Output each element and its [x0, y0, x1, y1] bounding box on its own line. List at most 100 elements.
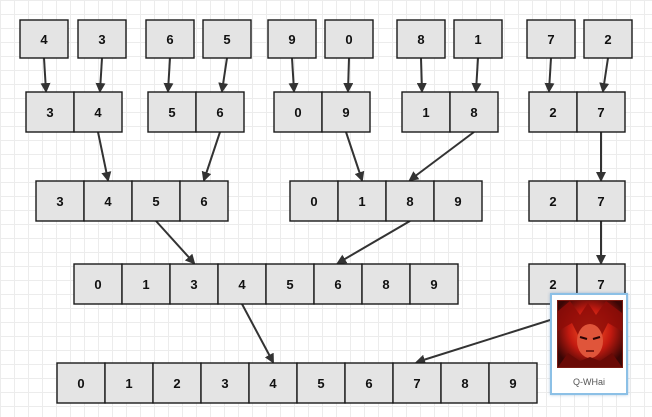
avatar-caption: Q-WHai — [573, 377, 605, 387]
array-cell — [324, 19, 374, 59]
merge-arrow — [544, 57, 555, 93]
array-cell — [337, 180, 387, 222]
cell-value: 8 — [461, 376, 468, 391]
array-cell — [528, 91, 578, 133]
merge-arrow — [155, 220, 196, 265]
array-group-level-0-7: 1 — [453, 19, 503, 59]
cell-value: 4 — [94, 105, 102, 120]
cell-value: 7 — [597, 194, 604, 209]
array-cell — [385, 180, 435, 222]
merge-arrow — [201, 131, 221, 182]
merge-arrow — [408, 131, 475, 182]
cell-value: 5 — [168, 105, 175, 120]
cell-value: 1 — [125, 376, 132, 391]
merge-arrow — [345, 131, 365, 182]
cell-value: 3 — [221, 376, 228, 391]
cell-value: 5 — [223, 32, 230, 47]
cell-value: 1 — [422, 105, 429, 120]
cell-value: 8 — [406, 194, 413, 209]
merge-arrow — [416, 57, 427, 93]
cell-value: 0 — [94, 277, 101, 292]
cell-value: 7 — [597, 105, 604, 120]
array-cell — [440, 362, 490, 404]
array-cell — [449, 91, 499, 133]
cell-value: 0 — [310, 194, 317, 209]
cell-value: 4 — [40, 32, 48, 47]
array-cell — [19, 19, 69, 59]
avatar-card[interactable]: Q-WHai — [550, 293, 628, 395]
array-cell — [195, 91, 245, 133]
cell-value: 2 — [549, 277, 556, 292]
array-cell — [361, 263, 411, 305]
array-cell — [179, 180, 229, 222]
array-cell — [576, 91, 626, 133]
array-group-level-0-8: 7 — [526, 19, 576, 59]
array-cell — [528, 180, 578, 222]
avatar-portrait-icon — [557, 300, 623, 368]
array-cell — [83, 180, 133, 222]
array-cell — [576, 180, 626, 222]
cell-value: 9 — [454, 194, 461, 209]
array-cell — [289, 180, 339, 222]
merge-arrow — [95, 57, 106, 93]
array-cell — [202, 19, 252, 59]
array-cell — [433, 180, 483, 222]
cell-value: 9 — [342, 105, 349, 120]
array-cell — [344, 362, 394, 404]
array-cell — [131, 180, 181, 222]
cell-value: 4 — [104, 194, 112, 209]
array-group-level-0-0: 4 — [19, 19, 69, 59]
cell-value: 6 — [216, 105, 223, 120]
cell-value: 1 — [358, 194, 365, 209]
cell-value: 0 — [77, 376, 84, 391]
cell-value: 0 — [345, 32, 352, 47]
array-cell — [267, 19, 317, 59]
cell-value: 6 — [166, 32, 173, 47]
merge-arrow — [288, 57, 299, 93]
merge-arrow — [163, 57, 174, 93]
merge-arrow — [471, 57, 482, 93]
array-cell — [321, 91, 371, 133]
array-group-level-0-3: 5 — [202, 19, 252, 59]
cell-value: 4 — [269, 376, 277, 391]
cell-value: 5 — [286, 277, 293, 292]
cell-value: 1 — [142, 277, 149, 292]
array-cell — [526, 19, 576, 59]
cell-value: 5 — [317, 376, 324, 391]
cell-value: 3 — [98, 32, 105, 47]
array-cell — [409, 263, 459, 305]
array-group-level-0-1: 3 — [77, 19, 127, 59]
merge-arrow — [336, 220, 411, 265]
cell-value: 3 — [46, 105, 53, 120]
cell-value: 2 — [549, 105, 556, 120]
cell-value: 3 — [56, 194, 63, 209]
array-cell — [488, 362, 538, 404]
array-cell — [56, 362, 106, 404]
cell-value: 2 — [173, 376, 180, 391]
array-cell — [313, 263, 363, 305]
array-cell — [73, 263, 123, 305]
cell-value: 9 — [288, 32, 295, 47]
array-cell — [73, 91, 123, 133]
cell-value: 1 — [474, 32, 481, 47]
cell-value: 8 — [382, 277, 389, 292]
array-group-level-0-4: 9 — [267, 19, 317, 59]
cell-value: 6 — [200, 194, 207, 209]
array-cell — [296, 362, 346, 404]
cell-value: 8 — [417, 32, 424, 47]
array-group-level-2-1: 0 1 8 9 — [289, 180, 483, 222]
array-cell — [145, 19, 195, 59]
array-group-level-0-6: 8 — [396, 19, 446, 59]
array-cell — [35, 180, 85, 222]
array-group-level-0-9: 2 — [583, 19, 633, 59]
array-cell — [248, 362, 298, 404]
cell-value: 7 — [547, 32, 554, 47]
